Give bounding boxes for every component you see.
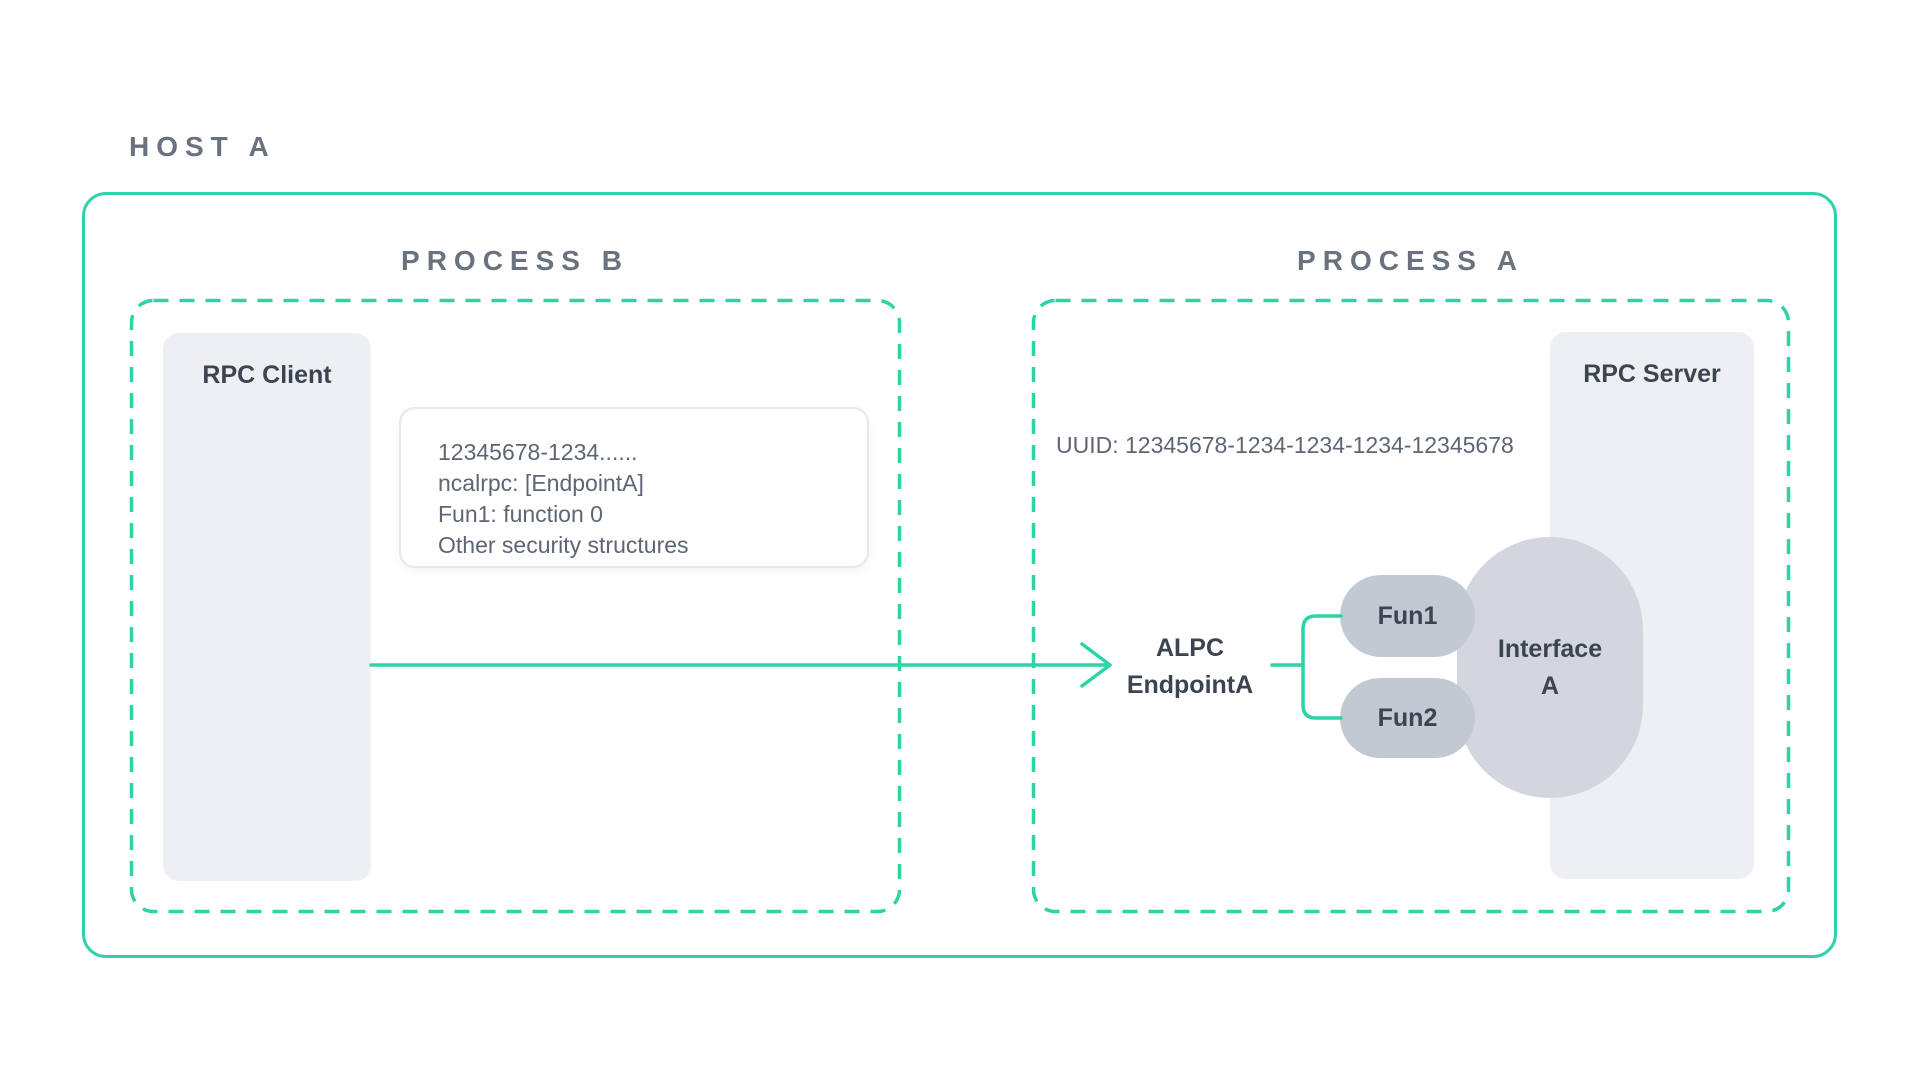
- fun1-label: Fun1: [1377, 601, 1438, 630]
- binding-info-line-protocol: ncalrpc: [EndpointA]: [438, 470, 644, 496]
- uuid-text: UUID: 12345678-1234-1234-1234-12345678: [1056, 432, 1514, 458]
- rpc-server-title: RPC Server: [1583, 360, 1721, 388]
- rpc-client-box: RPC Client: [163, 333, 371, 881]
- interface-a-line1: Interface: [1497, 634, 1603, 663]
- process-a-label: PROCESS A: [1297, 245, 1524, 276]
- host-a-container: [82, 192, 1837, 958]
- binding-info-box: 12345678-1234...... ncalrpc: [EndpointA]…: [399, 407, 869, 568]
- rpc-client-title: RPC Client: [202, 361, 332, 389]
- host-a-label: HOST A: [129, 131, 276, 162]
- interface-a-line2: A: [1540, 671, 1560, 700]
- process-b-label: PROCESS B: [401, 245, 629, 276]
- fun2-pill: Fun2: [1340, 678, 1475, 758]
- fun2-label: Fun2: [1377, 703, 1438, 732]
- alpc-endpoint-label: ALPC EndpointA: [1090, 630, 1290, 704]
- alpc-endpoint-line1: ALPC: [1155, 634, 1225, 662]
- binding-info-line-security: Other security structures: [438, 532, 689, 558]
- alpc-endpoint-line2: EndpointA: [1126, 671, 1254, 699]
- binding-info-line-function: Fun1: function 0: [438, 501, 603, 527]
- interface-a-blob: Interface A: [1457, 537, 1643, 798]
- binding-info-line-uuid: 12345678-1234......: [438, 439, 638, 465]
- fun1-pill: Fun1: [1340, 575, 1475, 657]
